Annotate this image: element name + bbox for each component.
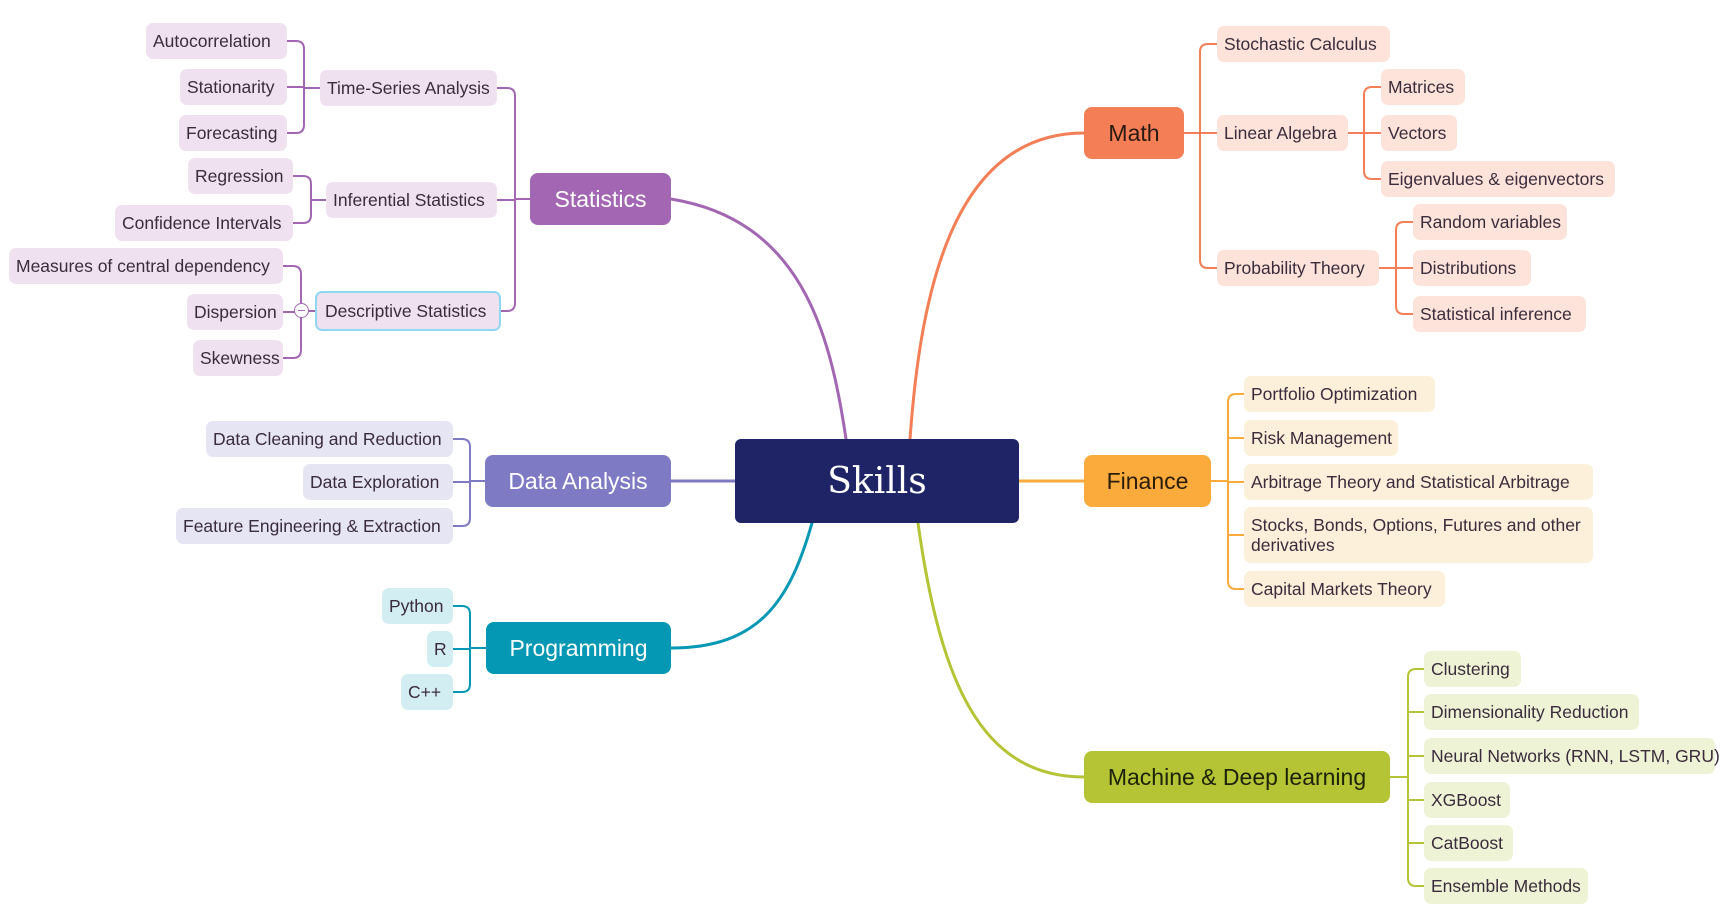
measures-of-central-dependency-node[interactable]: Measures of central dependency [9, 248, 283, 284]
random-variables-node[interactable]: Random variables [1413, 204, 1567, 240]
xgboost-node[interactable]: XGBoost [1424, 782, 1510, 818]
wire-math [908, 131, 1086, 441]
stocks-bonds-node[interactable]: Stocks, Bonds, Options, Futures and othe… [1244, 507, 1593, 563]
distributions-node[interactable]: Distributions [1413, 250, 1531, 286]
collapse-toggle-icon[interactable] [294, 303, 309, 318]
inf-children-spine [292, 175, 312, 224]
descriptive-statistics-node[interactable]: Descriptive Statistics [315, 291, 501, 331]
inferential-statistics-node[interactable]: Inferential Statistics [326, 182, 497, 218]
stochastic-calculus-node[interactable]: Stochastic Calculus [1217, 26, 1390, 62]
feature-engineering-node[interactable]: Feature Engineering & Extraction [176, 508, 453, 544]
math-l1-spine [1199, 43, 1218, 269]
time-series-analysis-node[interactable]: Time-Series Analysis [320, 70, 497, 106]
skewness-node[interactable]: Skewness [193, 340, 283, 376]
stationarity-node[interactable]: Stationarity [180, 69, 287, 105]
vectors-node[interactable]: Vectors [1381, 115, 1457, 151]
fin-children-spine [1227, 393, 1245, 590]
linear-algebra-node[interactable]: Linear Algebra [1217, 115, 1348, 151]
portfolio-optimization-node[interactable]: Portfolio Optimization [1244, 376, 1435, 412]
data-cleaning-node[interactable]: Data Cleaning and Reduction [206, 421, 453, 457]
wire-ml [916, 521, 1086, 779]
math-node[interactable]: Math [1084, 107, 1184, 159]
eigenvalues-node[interactable]: Eigenvalues & eigenvectors [1381, 161, 1615, 197]
capital-markets-theory-node[interactable]: Capital Markets Theory [1244, 571, 1445, 607]
dispersion-node[interactable]: Dispersion [187, 294, 283, 330]
ml-node[interactable]: Machine & Deep learning [1084, 751, 1390, 803]
finance-node[interactable]: Finance [1084, 455, 1211, 507]
ml-children-spine [1407, 668, 1425, 887]
programming-node[interactable]: Programming [486, 622, 671, 674]
r-node[interactable]: R [427, 631, 453, 667]
ensemble-methods-node[interactable]: Ensemble Methods [1424, 868, 1588, 904]
neural-networks-node[interactable]: Neural Networks (RNN, LSTM, GRU) [1424, 738, 1720, 774]
root-node[interactable]: Skills [735, 439, 1019, 523]
autocorrelation-node[interactable]: Autocorrelation [146, 23, 287, 59]
risk-management-node[interactable]: Risk Management [1244, 420, 1398, 456]
wire-statistics [669, 197, 848, 441]
arbitrage-theory-node[interactable]: Arbitrage Theory and Statistical Arbitra… [1244, 464, 1593, 500]
catboost-node[interactable]: CatBoost [1424, 825, 1513, 861]
forecasting-node[interactable]: Forecasting [179, 115, 287, 151]
wire-programming [669, 521, 814, 650]
data-analysis-node[interactable]: Data Analysis [485, 455, 671, 507]
statistics-node[interactable]: Statistics [530, 173, 671, 225]
dimensionality-reduction-node[interactable]: Dimensionality Reduction [1424, 694, 1639, 730]
cpp-node[interactable]: C++ [401, 674, 453, 710]
data-exploration-node[interactable]: Data Exploration [303, 464, 453, 500]
probability-theory-node[interactable]: Probability Theory [1217, 250, 1379, 286]
python-node[interactable]: Python [382, 588, 453, 624]
confidence-intervals-node[interactable]: Confidence Intervals [115, 205, 293, 241]
statistical-inference-node[interactable]: Statistical inference [1413, 296, 1586, 332]
matrices-node[interactable]: Matrices [1381, 69, 1465, 105]
regression-node[interactable]: Regression [188, 158, 293, 194]
clustering-node[interactable]: Clustering [1424, 651, 1521, 687]
